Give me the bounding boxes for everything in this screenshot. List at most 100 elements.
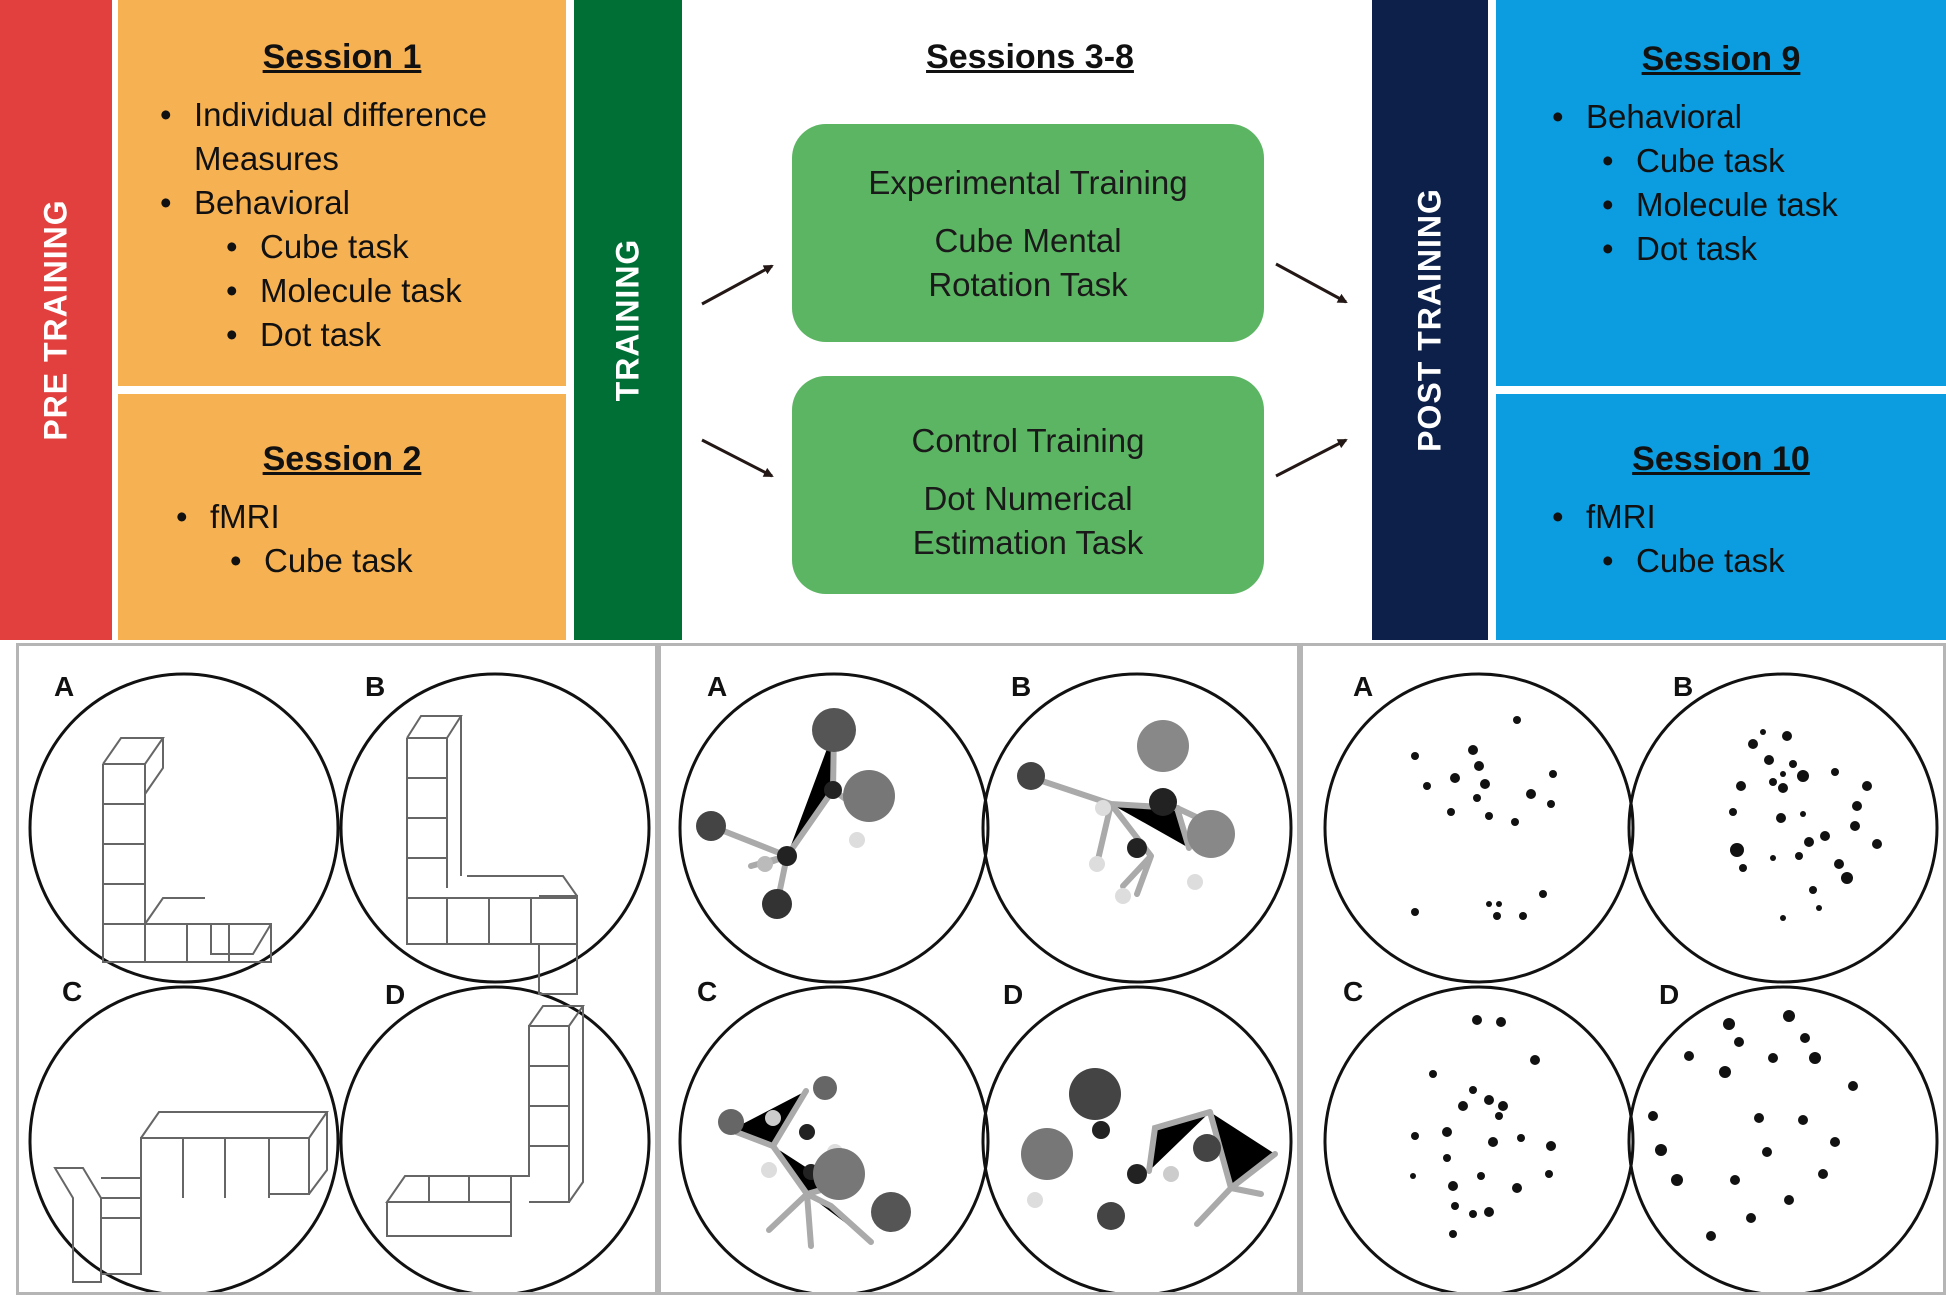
experimental-training-line: Experimental Training: [868, 164, 1188, 201]
cube-letter-a: A: [54, 671, 75, 702]
cube-shape-a: [102, 737, 272, 963]
atom: [1137, 720, 1189, 772]
atom: [757, 856, 773, 872]
dot-letter-b: B: [1673, 671, 1694, 702]
session1-item: Measures: [194, 140, 339, 177]
atom: [718, 1109, 744, 1135]
cube-shape-b: [406, 715, 578, 995]
atom: [1092, 1121, 1110, 1139]
cube-letter-b: B: [365, 671, 386, 702]
atom: [1021, 1128, 1073, 1180]
molecule-circle-b: [981, 672, 1293, 984]
arrow-from-experimental: [1275, 262, 1348, 304]
atom: [1089, 856, 1105, 872]
session1-item: •Individual difference: [160, 96, 487, 133]
dot-task-panel: A B C D: [1300, 643, 1946, 1295]
atom: [871, 1192, 911, 1232]
control-training-line: Dot Numerical: [923, 480, 1133, 517]
session9-title: Session 9: [1641, 40, 1801, 78]
session1-item: •Dot task: [226, 316, 382, 353]
cube-circle-d: [339, 985, 651, 1292]
atom: [777, 846, 797, 866]
session2-title: Session 2: [262, 440, 422, 478]
session9-item: •Dot task: [1602, 230, 1758, 267]
atom: [1127, 838, 1147, 858]
session10-item: •Cube task: [1602, 542, 1785, 579]
atom: [813, 1076, 837, 1100]
molecule-letter-a: A: [707, 671, 728, 702]
session2-item: •Cube task: [230, 542, 413, 579]
experimental-training-line: Rotation Task: [928, 266, 1128, 303]
control-training-line: Estimation Task: [912, 524, 1144, 561]
molecule-letter-d: D: [1003, 979, 1024, 1010]
dot-circle-c: [1323, 985, 1635, 1292]
atom: [1069, 1068, 1121, 1120]
cube-shape-c: [53, 1111, 329, 1283]
arrow-to-experimental: [701, 264, 774, 306]
atom: [1187, 874, 1203, 890]
atom: [1127, 1164, 1147, 1184]
pre-training-bar: PRE TRAINING: [0, 0, 112, 640]
post-training-bar: POST TRAINING: [1372, 0, 1488, 640]
atom: [813, 1148, 865, 1200]
dot-figures: [1323, 672, 1939, 1292]
atom: [1187, 810, 1235, 858]
session9-box: Session 9 •Behavioral •Cube task •Molecu…: [1496, 0, 1946, 386]
molecule-letter-c: C: [697, 976, 718, 1007]
atom: [799, 1124, 815, 1140]
atom: [843, 770, 895, 822]
cube-letter-d: D: [385, 979, 406, 1010]
dot-letter-c: C: [1343, 976, 1364, 1007]
session1-item: •Cube task: [226, 228, 409, 265]
atom: [1095, 800, 1111, 816]
dot-circle-d: [1627, 985, 1939, 1292]
flow-arrows: [701, 262, 1348, 478]
cube-shape-d: [385, 1005, 585, 1237]
session2-box: Session 2 •fMRI •Cube task: [118, 394, 566, 640]
atom: [1115, 888, 1131, 904]
atom: [765, 1110, 781, 1126]
atom: [762, 889, 792, 919]
molecule-circle-c: [678, 985, 990, 1292]
arrow-from-control: [1275, 438, 1348, 478]
session10-box: Session 10 •fMRI •Cube task: [1496, 394, 1946, 640]
session9-item: •Molecule task: [1602, 186, 1838, 223]
session9-item: •Cube task: [1602, 142, 1785, 179]
atom: [1017, 762, 1045, 790]
cube-letter-c: C: [62, 976, 83, 1007]
atom: [1027, 1192, 1043, 1208]
molecule-task-panel: A B C D: [658, 643, 1300, 1295]
session10-title: Session 10: [1632, 440, 1810, 478]
atom: [824, 781, 842, 799]
experimental-training-line: Cube Mental: [934, 222, 1122, 259]
dot-circle-b: [1627, 672, 1939, 984]
atom: [1193, 1134, 1221, 1162]
atom: [849, 832, 865, 848]
session1-box: Session 1 •Individual difference Measure…: [118, 0, 566, 386]
molecule-letter-b: B: [1011, 671, 1032, 702]
arrow-to-control: [701, 438, 774, 478]
atom: [1149, 788, 1177, 816]
dot-letter-d: D: [1659, 979, 1680, 1010]
cube-circle-b: [339, 672, 651, 984]
session10-item: •fMRI: [1552, 498, 1656, 535]
cube-figures: [28, 672, 651, 1292]
session1-title: Session 1: [262, 38, 422, 76]
atom: [1097, 1202, 1125, 1230]
session2-item: •fMRI: [176, 498, 280, 535]
dot-circle-a: [1323, 672, 1635, 984]
molecule-figures: [678, 672, 1293, 1292]
atom: [1163, 1166, 1179, 1182]
session1-item: •Molecule task: [226, 272, 462, 309]
atom: [696, 811, 726, 841]
control-training-box: Control Training Dot Numerical Estimatio…: [792, 376, 1264, 594]
control-training-line: Control Training: [911, 422, 1145, 459]
session1-item: •Behavioral: [160, 184, 350, 221]
molecule-circle-d: [981, 985, 1293, 1292]
session9-item: •Behavioral: [1552, 98, 1742, 135]
cube-task-panel: A B C D: [16, 643, 658, 1295]
molecule-circle-a: [678, 672, 990, 984]
post-training-label: POST TRAINING: [1411, 188, 1448, 452]
atom: [761, 1162, 777, 1178]
dot-letter-a: A: [1353, 671, 1374, 702]
